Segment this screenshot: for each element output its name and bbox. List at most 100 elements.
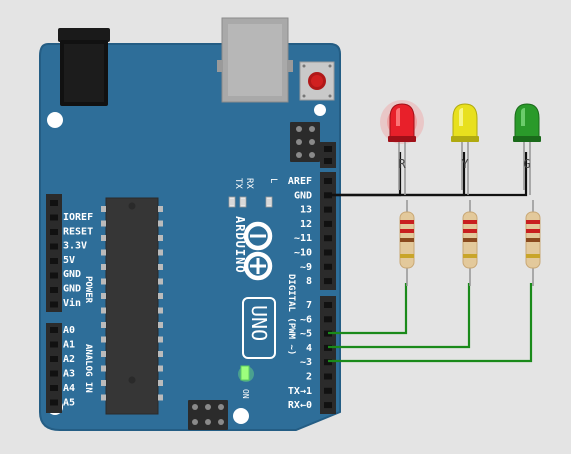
power-pin-label: IOREF: [63, 212, 93, 223]
chip-pin: [101, 365, 106, 372]
chip-pin: [101, 206, 106, 212]
chip-pin: [101, 235, 106, 241]
digital-pin-label: ~10: [294, 248, 312, 259]
power-pin-label: 5V: [63, 255, 75, 266]
signal-wire-red[interactable]: [328, 283, 408, 335]
power-pin-label: 3.3V: [63, 241, 87, 252]
header-socket[interactable]: [324, 387, 332, 394]
header-socket[interactable]: [50, 287, 58, 293]
power-pin-label: GND: [63, 269, 81, 280]
gnd-wire-green[interactable]: [328, 152, 528, 197]
digital-header-top: [320, 172, 336, 290]
signal-wire-yellow[interactable]: [328, 283, 471, 349]
power-pin-label: Vin: [63, 297, 81, 309]
header-socket[interactable]: [50, 301, 58, 308]
digital-pin-label: ~3: [300, 357, 312, 368]
ground-wires: [328, 152, 528, 197]
rx-label: RX: [244, 178, 254, 189]
chip-pin: [158, 307, 163, 314]
header-socket[interactable]: [324, 278, 332, 285]
header-socket[interactable]: [324, 178, 332, 184]
chip-pin: [158, 220, 163, 227]
analog-pin-label: A0: [63, 325, 75, 336]
chip-pin: [101, 249, 106, 256]
l-label: L: [268, 178, 278, 183]
chip-pin: [158, 380, 163, 386]
header-socket[interactable]: [324, 263, 332, 270]
header-socket[interactable]: [50, 229, 58, 235]
analog-pin-label: A3: [63, 369, 75, 380]
model-label: UNO: [247, 305, 271, 341]
header-socket[interactable]: [324, 359, 332, 366]
header-socket[interactable]: [324, 249, 332, 256]
resistor-yellow[interactable]: [462, 200, 478, 286]
analog-pin-label: A1: [63, 340, 75, 351]
header-socket[interactable]: [50, 341, 58, 348]
on-label: ON: [241, 389, 250, 399]
led-label-green: G: [523, 157, 530, 171]
led-yellow[interactable]: Y: [451, 103, 479, 195]
led-label-yellow: Y: [461, 157, 469, 171]
header-socket[interactable]: [50, 370, 58, 377]
header-socket[interactable]: [324, 235, 332, 242]
chip-pin: [158, 278, 163, 285]
reset-button-icon[interactable]: [299, 61, 335, 101]
analog-pin-label: A2: [63, 354, 75, 365]
header-socket[interactable]: [324, 373, 332, 380]
digital-pin-label: RX←0: [288, 400, 312, 411]
digital-pin-label: TX→1: [288, 386, 312, 397]
model-box: [242, 297, 276, 359]
header-socket[interactable]: [50, 214, 58, 221]
header-socket[interactable]: [50, 258, 58, 264]
analog-pin-label: A5: [63, 398, 75, 409]
chip-pin: [158, 336, 163, 343]
header-socket[interactable]: [324, 402, 332, 409]
digital-pin-label: GND: [294, 190, 312, 201]
header-socket[interactable]: [50, 399, 58, 406]
chip-pin: [158, 322, 163, 328]
chip-pin: [158, 351, 163, 357]
header-socket[interactable]: [324, 220, 332, 227]
digital-header-extra: [320, 142, 336, 168]
digital-pin-label: 12: [300, 219, 312, 230]
chip-pin: [101, 220, 106, 227]
header-socket[interactable]: [324, 316, 332, 323]
l-led: [265, 196, 273, 208]
signal-wire-green[interactable]: [328, 283, 533, 363]
arduino-board[interactable]: TX RX L ARDUINO UNO ON: [39, 17, 341, 431]
resistor-green[interactable]: [525, 200, 541, 286]
chip-pin: [101, 307, 106, 314]
power-section-label: POWER: [83, 276, 93, 304]
header-socket[interactable]: [50, 327, 58, 333]
chip-pin: [101, 380, 106, 386]
led-red[interactable]: R: [380, 100, 424, 195]
chip-pin: [158, 249, 163, 256]
chip-pin: [158, 293, 163, 299]
header-socket[interactable]: [50, 272, 58, 279]
led-label-red: R: [398, 157, 406, 171]
header-socket[interactable]: [50, 356, 58, 362]
header-socket[interactable]: [50, 243, 58, 250]
dc-power-jack-icon: [58, 28, 110, 106]
analog-pin-label: A4: [63, 383, 75, 394]
resistor-red[interactable]: [399, 200, 415, 286]
header-socket[interactable]: [50, 200, 58, 206]
chip-pin: [101, 322, 106, 328]
rx-led: [239, 196, 247, 208]
mounting-hole: [314, 104, 326, 116]
power-pin-label: GND: [63, 284, 81, 295]
led-green[interactable]: G: [513, 103, 541, 195]
mounting-hole: [47, 112, 63, 128]
analog-header: [46, 323, 62, 413]
chip-pin: [101, 351, 106, 357]
chip-pin: [101, 394, 106, 401]
digital-section-label: DIGITAL (PWM ~): [286, 274, 296, 355]
mounting-hole: [233, 408, 249, 424]
digital-pin-label: AREF: [288, 176, 312, 187]
digital-pin-label: 13: [300, 205, 312, 216]
header-socket[interactable]: [324, 206, 332, 213]
chip-pin: [158, 206, 163, 212]
chip-pin: [101, 278, 106, 285]
header-socket[interactable]: [50, 385, 58, 391]
header-socket[interactable]: [324, 302, 332, 308]
